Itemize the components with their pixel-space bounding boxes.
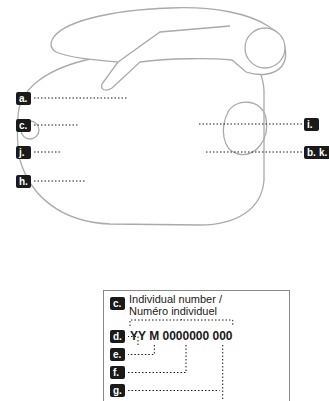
callout-letter: f. — [110, 366, 125, 379]
callout-letter: g. — [110, 384, 125, 397]
serial-number-box: c. Individual number / Numéro individuelY… — [104, 291, 289, 401]
serial-format: YY M 0000000 000 — [130, 329, 233, 343]
leader-line — [128, 345, 186, 373]
callout-letter: a. — [16, 92, 31, 105]
leader-line — [128, 345, 154, 355]
callout-letter: i. — [304, 118, 319, 131]
callout-letter: k. — [316, 146, 329, 159]
leader-line — [222, 345, 223, 401]
callout-letter: h. — [16, 175, 31, 188]
callout-letter: c. — [110, 297, 125, 310]
callout-letter: e. — [110, 348, 125, 361]
callout-letter: d. — [110, 330, 125, 343]
callout-letter: c. — [16, 119, 31, 132]
heading-text: Individual number / Numéro individuel — [129, 293, 244, 317]
callout-letter: j. — [16, 146, 31, 159]
leader-line — [181, 319, 182, 320]
leader-line — [130, 320, 233, 326]
leader-line — [128, 390, 220, 391]
